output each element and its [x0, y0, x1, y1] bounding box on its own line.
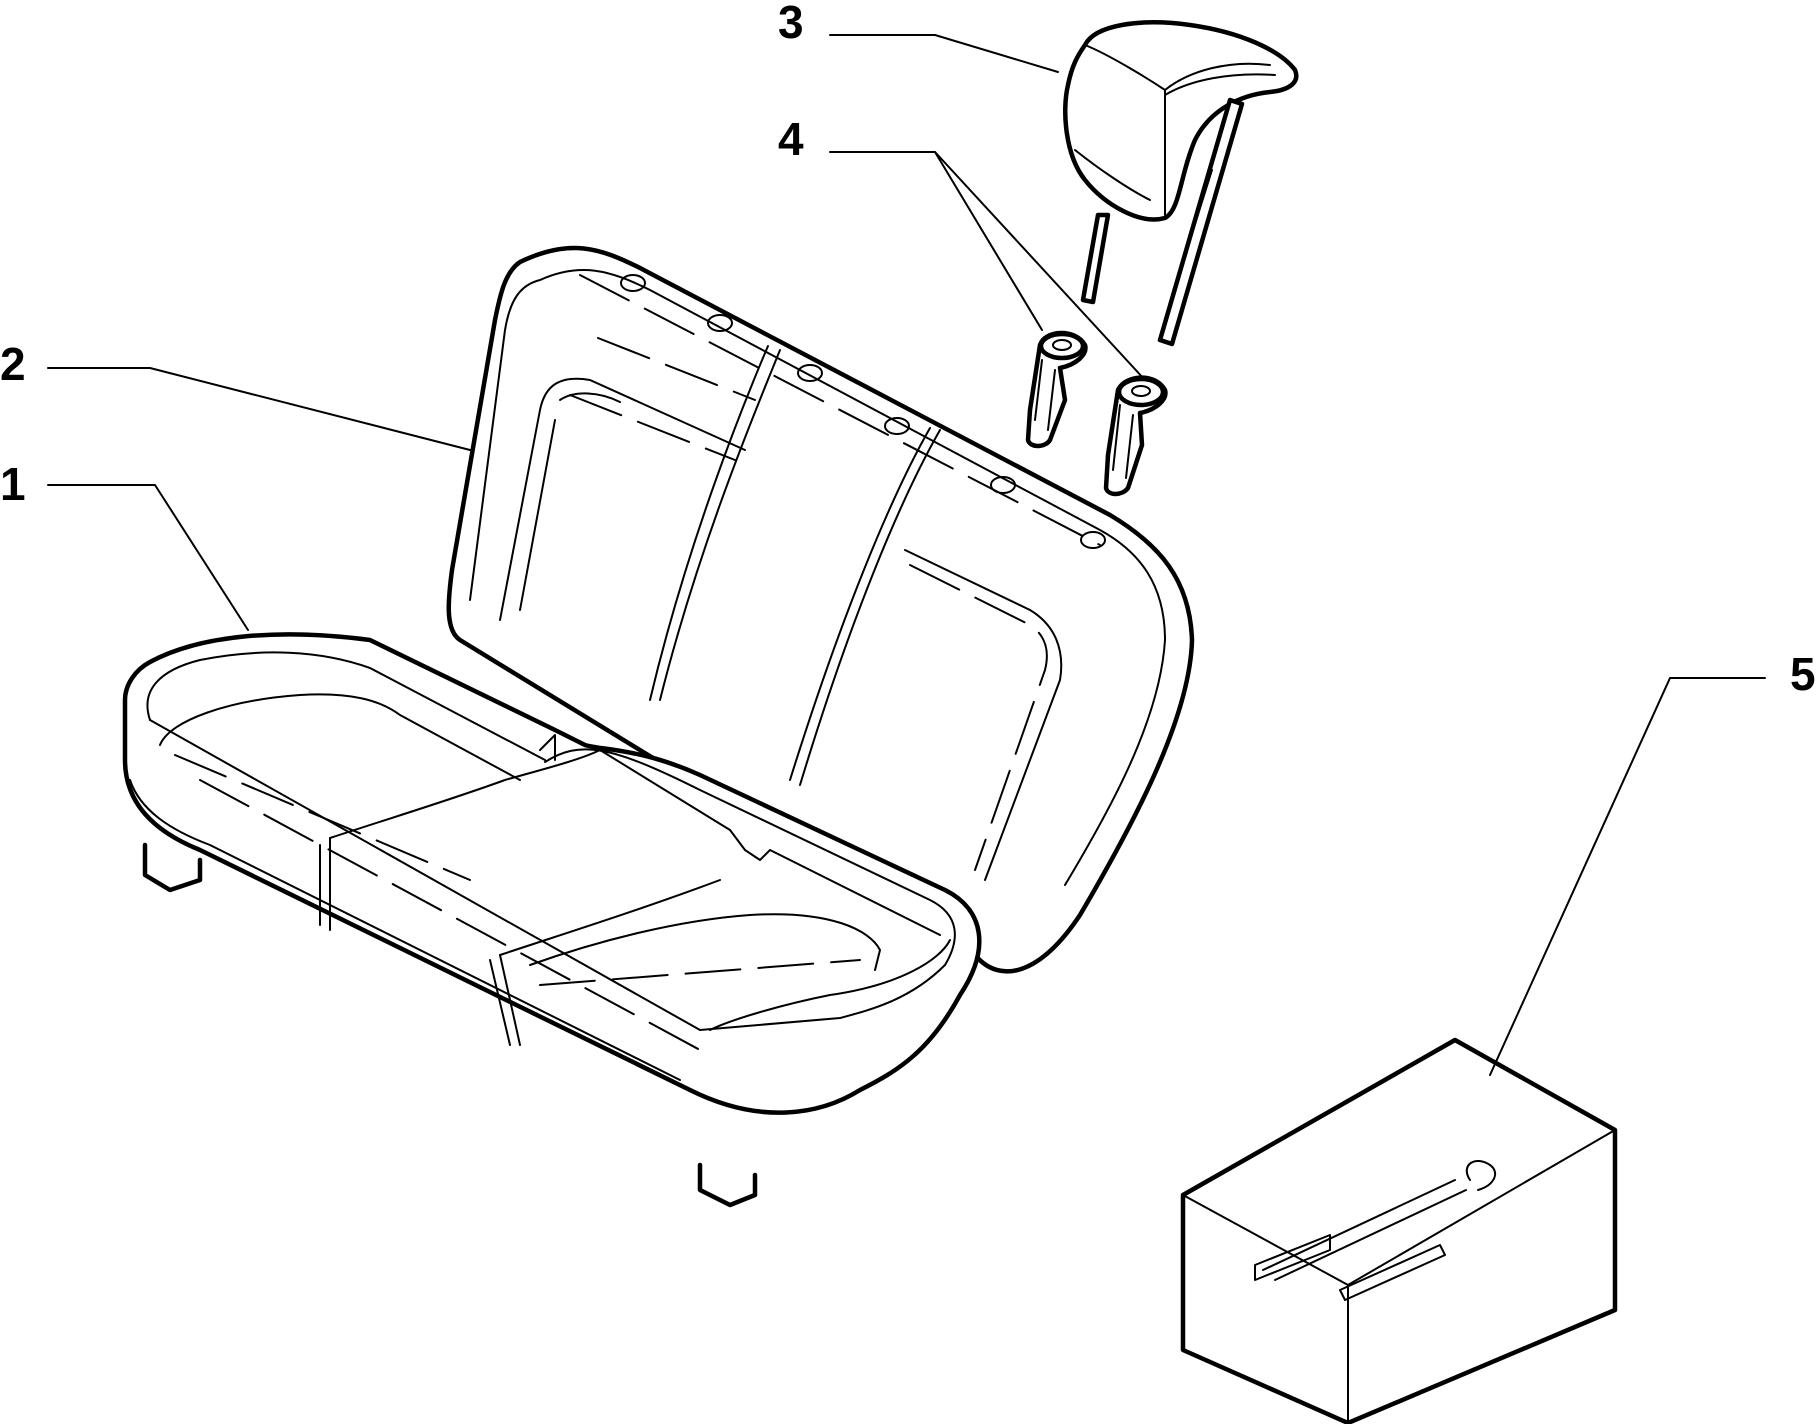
- callout-1: 1: [0, 458, 26, 510]
- seat-fixing-kit-box-icon[interactable]: [1180, 1037, 1618, 1424]
- callout-3: 3: [778, 0, 804, 48]
- headrest-icon[interactable]: [1063, 20, 1299, 347]
- leader-lines: [47, 34, 1766, 1076]
- seat-backrest-icon[interactable]: [446, 245, 1195, 974]
- callout-5: 5: [1790, 648, 1816, 700]
- seat-cushion-icon[interactable]: [122, 632, 982, 1208]
- callout-2: 2: [0, 338, 26, 390]
- callout-4: 4: [778, 113, 804, 165]
- headrest-guide-icon[interactable]: [1025, 330, 1168, 497]
